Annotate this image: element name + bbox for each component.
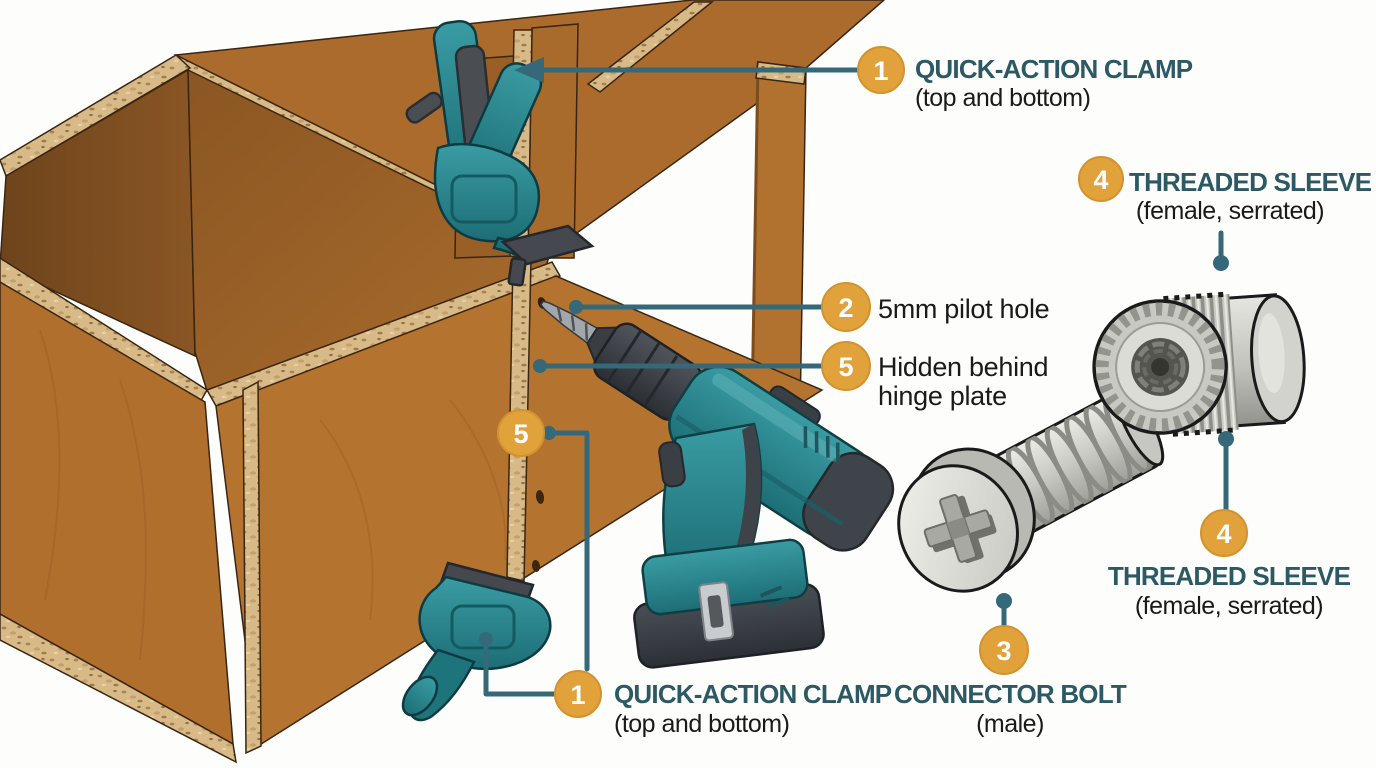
label-clamp-top-title: QUICK-ACTION CLAMP [915, 54, 1193, 84]
left-box-bottom-edge [0, 613, 237, 764]
arrowhead [514, 57, 544, 83]
quick-action-clamp-bottom [401, 561, 552, 722]
drill-handle-back [730, 424, 761, 568]
phillips-recess [923, 494, 997, 564]
callout-badges [497, 46, 1248, 718]
left-box-interior-wall [0, 68, 196, 358]
label-sleeve-bottom-subtitle: (female, serrated) [1135, 592, 1323, 620]
badge-5-left [497, 409, 545, 457]
label-pilot-hole: 5mm pilot hole [878, 294, 1049, 324]
leader-hinge-marker [543, 430, 590, 672]
right-panel-edge-shade [750, 61, 760, 409]
wood-grain [319, 399, 507, 621]
label-connector-bolt-title: CONNECTOR BOLT [894, 679, 1127, 709]
label-clamp-top-subtitle: (top and bottom) [915, 84, 1090, 112]
badge-1-top-num: 1 [873, 56, 888, 86]
drill-trigger [658, 441, 686, 488]
label-connector-bolt-subtitle: (male) [976, 710, 1044, 738]
leader-lines [483, 67, 1229, 697]
rim-strip-front-right [205, 261, 562, 407]
badge-1-top [857, 46, 905, 94]
label-sleeve-top-title: THREADED SLEEVE [1129, 167, 1372, 197]
badge-3 [979, 625, 1029, 675]
badge-numbers: 1 2 5 5 1 3 4 4 [513, 56, 1231, 710]
label-clamp-bottom-title: QUICK-ACTION CLAMP [614, 679, 892, 709]
label-sleeve-bottom-title: THREADED SLEEVE [1108, 561, 1351, 591]
wood-grain [39, 329, 147, 661]
joint-edge-strip-lower [242, 380, 262, 755]
label-hidden-hinge-line1: Hidden behind [878, 352, 1048, 382]
joint-panel-right [527, 23, 579, 259]
badge-2 [821, 282, 871, 332]
label-clamp-bottom-subtitle: (top and bottom) [614, 710, 789, 738]
badge-4-bottom [1200, 509, 1248, 557]
badge-5-left-num: 5 [513, 419, 528, 449]
badge-4-top-num: 4 [1093, 165, 1108, 195]
label-hidden-hinge-line2: hinge plate [878, 381, 1007, 411]
badge-4-top [1078, 156, 1124, 202]
cordless-drill [539, 300, 895, 669]
drill-rear-cap [802, 451, 895, 552]
threaded-sleeve [1092, 291, 1306, 437]
badge-2-num: 2 [838, 293, 853, 323]
connector-bolt [897, 388, 1165, 593]
badge-5-right [821, 341, 871, 391]
callout-labels: QUICK-ACTION CLAMP (top and bottom) THRE… [614, 54, 1373, 738]
rim-strip-back-left [0, 54, 192, 178]
leader-clamp-bottom [483, 638, 557, 697]
drill-battery [633, 538, 825, 669]
badge-5-right-num: 5 [838, 352, 853, 382]
leader-endpoints [479, 57, 1234, 646]
badge-1-bottom-num: 1 [570, 680, 585, 710]
badge-1-bottom [554, 670, 602, 718]
badge-4-bottom-num: 4 [1216, 519, 1231, 549]
label-sleeve-top-subtitle: (female, serrated) [1136, 197, 1324, 225]
badge-3-num: 3 [996, 636, 1011, 666]
quick-action-clamp-top [405, 19, 595, 287]
